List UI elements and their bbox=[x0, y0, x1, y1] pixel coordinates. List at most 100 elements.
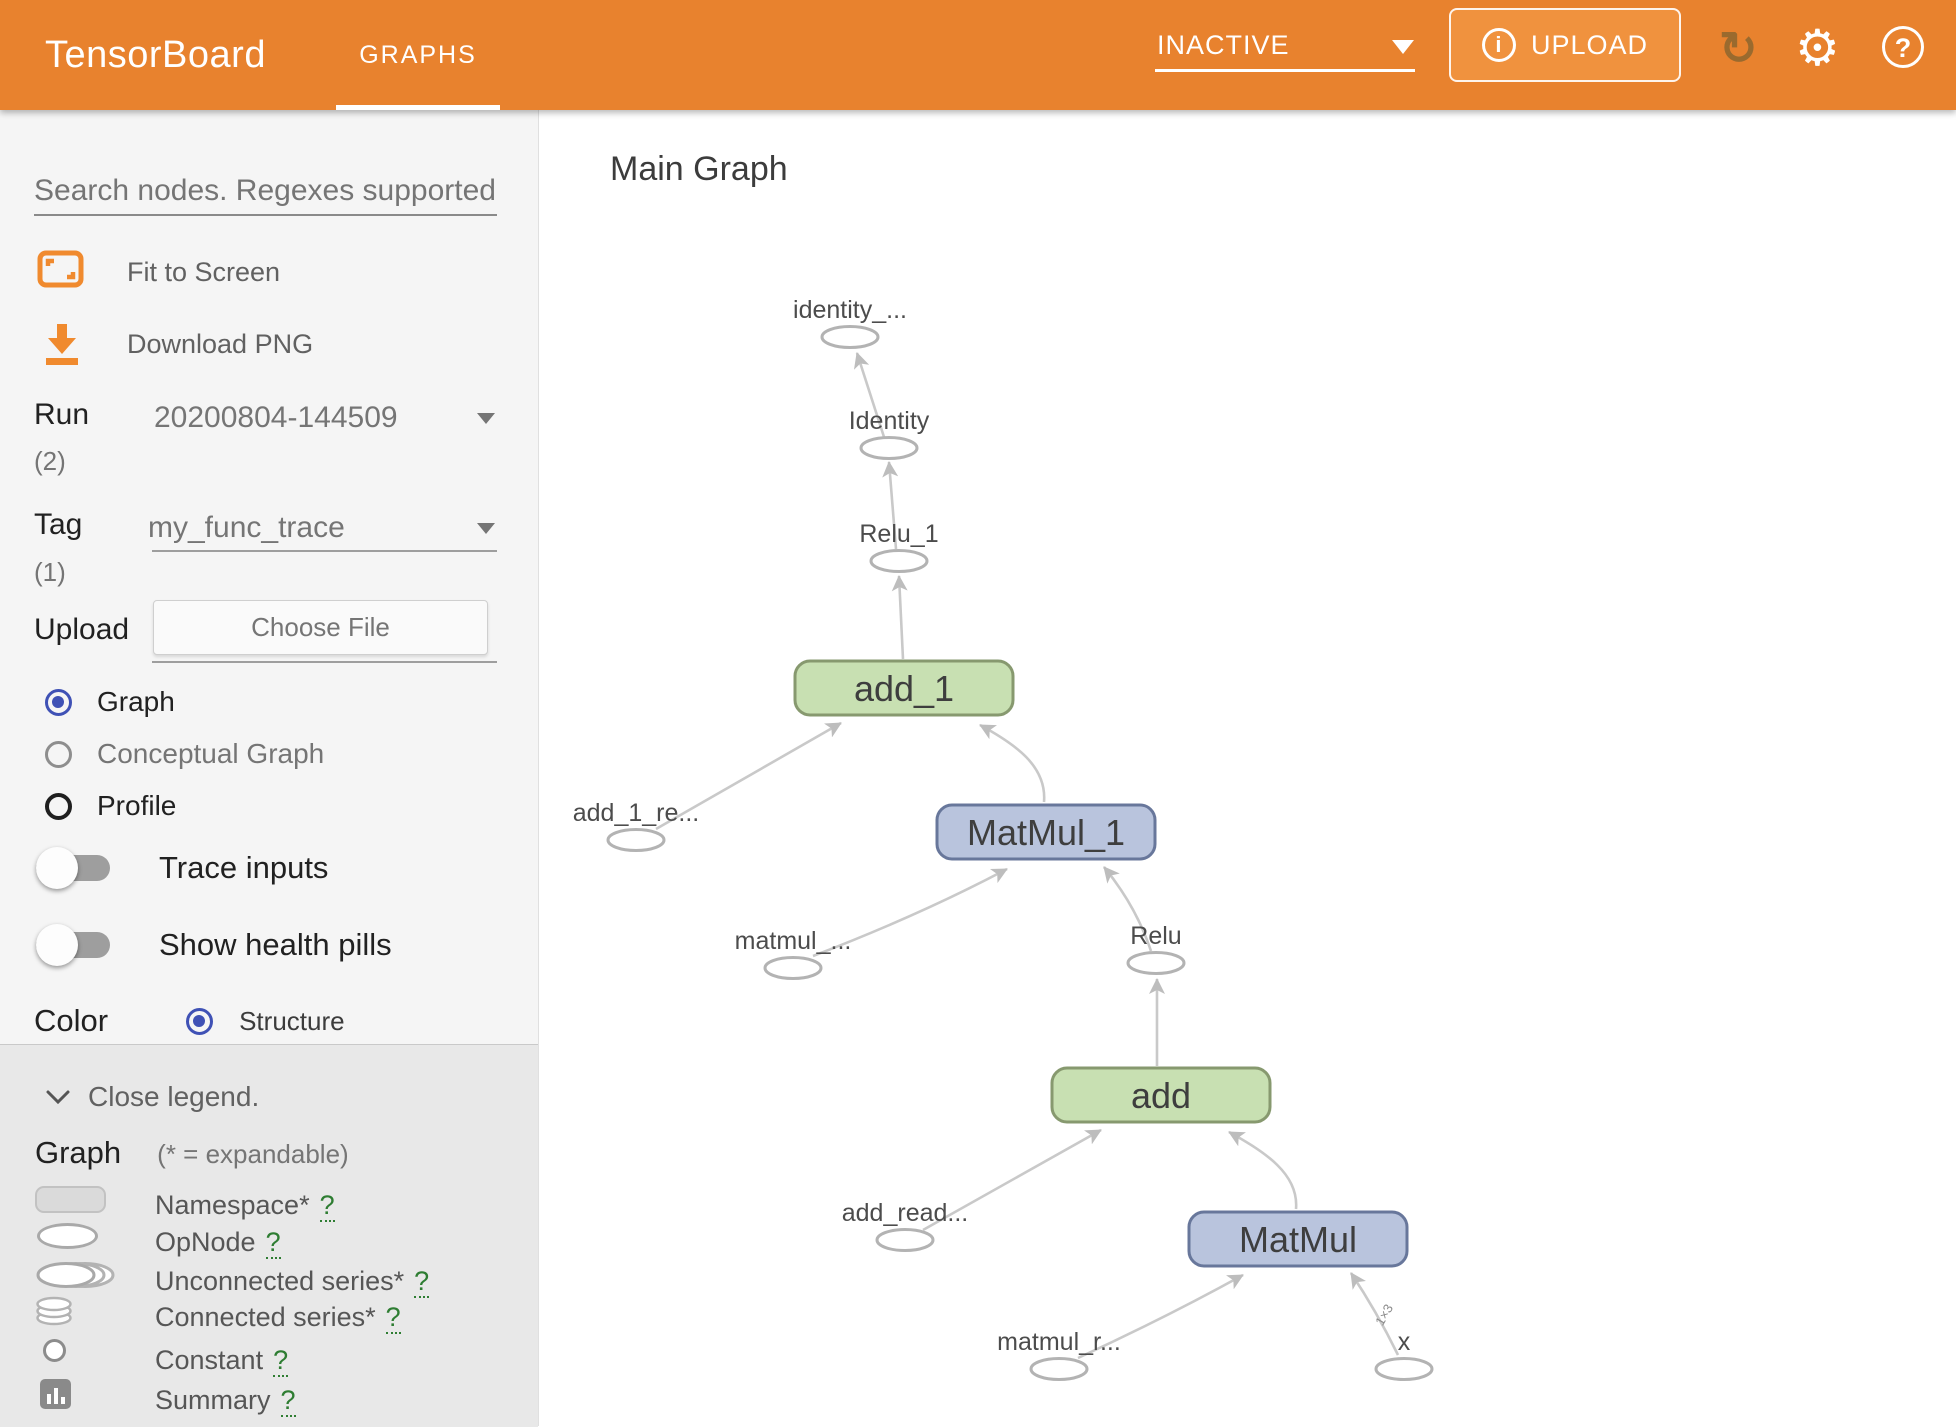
download-png-button[interactable]: Download PNG bbox=[127, 329, 314, 359]
page-title: Main Graph bbox=[610, 150, 788, 188]
run-select-caret-icon[interactable] bbox=[477, 413, 495, 424]
op-group-node-add_1[interactable] bbox=[793, 659, 1015, 717]
trace-inputs-toggle-control[interactable] bbox=[36, 847, 110, 889]
fit-to-screen-button[interactable]: Fit to Screen bbox=[127, 257, 281, 287]
radio-structure-control[interactable] bbox=[186, 1007, 214, 1035]
legend-item-label: Unconnected series* bbox=[155, 1266, 405, 1296]
run-label: Run bbox=[34, 398, 90, 431]
op-group-node-label: MatMul bbox=[1239, 1219, 1357, 1260]
op-ellipse-label: Relu bbox=[1130, 922, 1181, 950]
upload-button[interactable]: i UPLOAD bbox=[1449, 8, 1681, 82]
edge-matmulread-to-matmul bbox=[1077, 1273, 1244, 1360]
legend-item-constant: Constant? bbox=[0, 1339, 538, 1379]
legend-item-unconnected-series: Unconnected series*? bbox=[0, 1260, 538, 1300]
op-group-node-label: add bbox=[1131, 1075, 1191, 1116]
legend-panel: Close legend. Graph (* = expandable) Nam… bbox=[0, 1044, 538, 1427]
close-legend-button[interactable]: Close legend. bbox=[45, 1081, 259, 1113]
connected-series-icon bbox=[35, 1296, 75, 1331]
edge-add1-to-relu1 bbox=[891, 575, 908, 660]
op-ellipse-x[interactable] bbox=[1374, 1357, 1434, 1381]
op-group-node-add[interactable] bbox=[1050, 1066, 1272, 1124]
show-health-pills-toggle[interactable]: Show health pills bbox=[36, 924, 392, 966]
help-link[interactable]: ? bbox=[273, 1345, 289, 1377]
settings-gear-icon[interactable]: ⚙ bbox=[1795, 20, 1840, 76]
trace-inputs-toggle[interactable]: Trace inputs bbox=[36, 847, 328, 889]
status-dropdown[interactable]: INACTIVE bbox=[1155, 0, 1415, 110]
op-ellipse-add_read...[interactable] bbox=[875, 1228, 935, 1252]
op-ellipse-label: identity_... bbox=[793, 296, 907, 324]
radio-profile-control[interactable] bbox=[45, 792, 72, 820]
legend-item-label: Constant bbox=[155, 1345, 264, 1375]
edge-matmul-to-add bbox=[1228, 1130, 1298, 1210]
unconnected-series-icon bbox=[35, 1261, 117, 1294]
choose-file-button[interactable]: Choose File bbox=[153, 600, 488, 655]
op-ellipse-label: Identity bbox=[849, 407, 930, 435]
edge-relu1-to-identity bbox=[882, 461, 899, 550]
op-ellipse-label: Relu_1 bbox=[859, 520, 938, 548]
op-ellipse-matmul_r...[interactable] bbox=[1029, 1357, 1089, 1381]
radio-graph[interactable]: Graph bbox=[45, 686, 175, 718]
help-link[interactable]: ? bbox=[319, 1190, 335, 1222]
radio-structure-label: Structure bbox=[239, 1005, 345, 1036]
legend-item-opnode: OpNode? bbox=[0, 1221, 538, 1261]
run-select-value[interactable]: 20200804-144509 bbox=[154, 401, 398, 434]
edge-matmul1-to-add1 bbox=[979, 723, 1046, 803]
chevron-down-icon bbox=[46, 1090, 70, 1105]
help-link[interactable]: ? bbox=[280, 1385, 296, 1417]
legend-item-label: Summary bbox=[155, 1385, 271, 1415]
radio-profile[interactable]: Profile bbox=[45, 790, 176, 822]
edge-addread-to-add bbox=[922, 1128, 1102, 1232]
op-ellipse-matmul_...[interactable] bbox=[763, 956, 823, 980]
help-icon[interactable]: ? bbox=[1882, 26, 1924, 68]
op-group-node-MatMul_1[interactable] bbox=[935, 803, 1157, 861]
constant-icon bbox=[43, 1339, 66, 1362]
search-input[interactable] bbox=[34, 168, 497, 216]
upload-file-label: Upload bbox=[34, 613, 130, 646]
download-png-icon[interactable] bbox=[42, 322, 82, 371]
toggle-knob[interactable] bbox=[36, 847, 78, 889]
help-link[interactable]: ? bbox=[414, 1266, 430, 1298]
tag-select-caret-icon[interactable] bbox=[477, 523, 495, 534]
op-group-node-label: add_1 bbox=[854, 668, 954, 709]
chevron-down-icon bbox=[1392, 40, 1414, 54]
tab-graphs-label: GRAPHS bbox=[359, 41, 477, 69]
legend-item-connected-series: Connected series*? bbox=[0, 1296, 538, 1336]
toggle-knob[interactable] bbox=[36, 924, 78, 966]
op-ellipse-Relu[interactable] bbox=[1126, 951, 1186, 975]
refresh-icon[interactable]: ↻ bbox=[1719, 22, 1758, 74]
fit-to-screen-icon[interactable] bbox=[37, 250, 84, 293]
tag-label: Tag bbox=[34, 508, 83, 541]
op-ellipse-Relu_1[interactable] bbox=[869, 549, 929, 573]
help-link[interactable]: ? bbox=[385, 1302, 401, 1334]
radio-conceptual-graph-control[interactable] bbox=[45, 740, 72, 768]
radio-conceptual-graph[interactable]: Conceptual Graph bbox=[45, 738, 324, 770]
edge-shape-label: 1×3 bbox=[1372, 1301, 1396, 1328]
legend-heading: Graph (* = expandable) bbox=[35, 1135, 349, 1171]
edge-x-to-matmul bbox=[1349, 1272, 1400, 1356]
legend-item-label: Namespace* bbox=[155, 1190, 310, 1220]
op-group-node-label: MatMul_1 bbox=[967, 812, 1125, 853]
edge-relu-to-matmul1 bbox=[1102, 866, 1153, 952]
radio-graph-control[interactable] bbox=[45, 688, 72, 716]
tab-graphs[interactable]: GRAPHS bbox=[336, 0, 500, 110]
op-group-node-MatMul[interactable] bbox=[1187, 1210, 1409, 1268]
legend-item-summary: Summary? bbox=[0, 1379, 538, 1419]
op-ellipse-identity_...[interactable] bbox=[820, 325, 880, 349]
legend-heading-title: Graph bbox=[35, 1135, 122, 1170]
tab-active-indicator bbox=[336, 105, 500, 110]
legend-item-label: Connected series* bbox=[155, 1302, 376, 1332]
status-dropdown-underline bbox=[1155, 69, 1415, 72]
color-by-label: Color bbox=[34, 1003, 109, 1038]
show-health-pills-toggle-control[interactable] bbox=[36, 924, 110, 966]
show-health-pills-label: Show health pills bbox=[159, 927, 392, 962]
upload-button-label: UPLOAD bbox=[1530, 29, 1649, 60]
op-ellipse-add_1_re...[interactable] bbox=[606, 828, 666, 852]
op-ellipse-label: add_1_re... bbox=[573, 799, 700, 827]
help-link[interactable]: ? bbox=[265, 1227, 281, 1259]
op-ellipse-Identity[interactable] bbox=[859, 436, 919, 460]
edge-identity-to-identityread bbox=[853, 352, 886, 438]
tag-select-value[interactable]: my_func_trace bbox=[148, 511, 345, 544]
op-ellipse-label: x bbox=[1398, 1328, 1411, 1356]
run-count: (2) bbox=[34, 446, 66, 476]
